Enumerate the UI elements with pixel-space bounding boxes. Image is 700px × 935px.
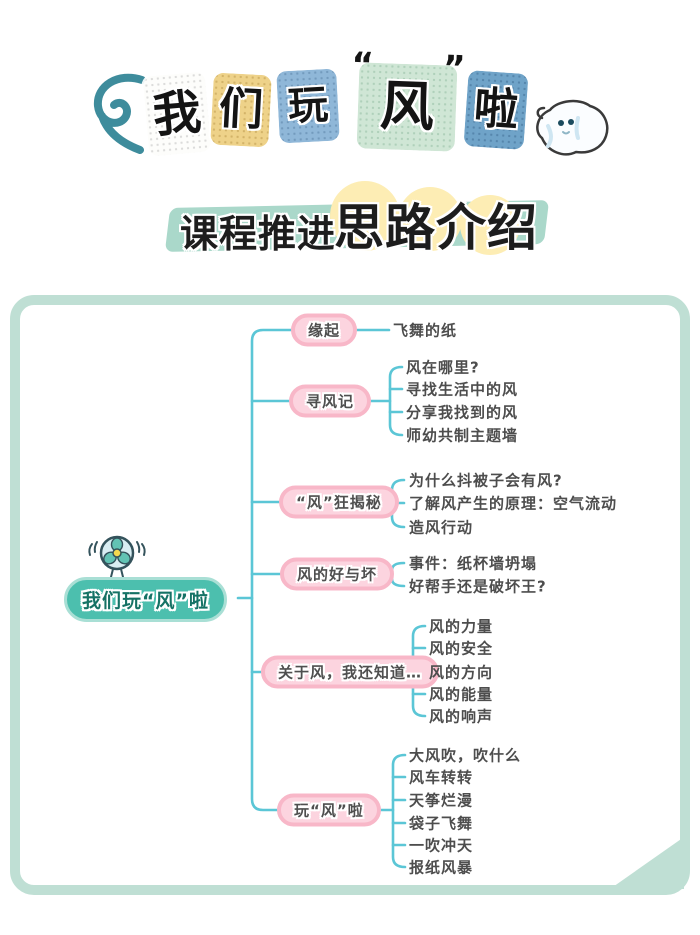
branch-node: 寻风记 <box>289 384 372 418</box>
branch-node: 风的好与坏 <box>280 557 395 591</box>
leaf-label: 风的能量 <box>429 685 494 704</box>
leaf-label: 风车转转 <box>409 768 474 787</box>
leaf-label: 袋子飞舞 <box>409 814 474 833</box>
subtitle-circle <box>330 181 400 251</box>
leaf-label: 好帮手还是破坏王? <box>409 577 547 596</box>
open-quote: “ <box>350 45 375 86</box>
leaf-label: 事件：纸杯墙坍塌 <box>409 554 538 573</box>
branch-node: 关于风，我还知道… <box>261 655 440 689</box>
root-node: 我们玩“风”啦 <box>64 577 227 622</box>
title-char: 啦 <box>472 82 520 137</box>
leaf-label: 师幼共制主题墙 <box>406 426 519 445</box>
subtitle-circle <box>398 187 462 251</box>
subtitle-prefix: 课程推进 <box>180 212 337 256</box>
close-quote: ” <box>442 48 467 90</box>
title-char: 们 <box>217 82 265 137</box>
branch-node: 玩“风”啦 <box>277 793 381 827</box>
leaf-label: 飞舞的纸 <box>393 321 458 340</box>
title-char: 我 <box>150 84 204 144</box>
leaf-label: 风在哪里? <box>406 358 480 377</box>
leaf-label: 报纸风暴 <box>409 858 474 877</box>
title-tile: 啦 <box>463 69 529 151</box>
leaf-label: 天筝烂漫 <box>409 791 474 810</box>
title-tile: 们 <box>210 72 272 148</box>
leaf-label: 造风行动 <box>409 518 474 537</box>
leaf-label: 大风吹，吹什么 <box>409 746 522 765</box>
leaf-label: 为什么抖被子会有风? <box>409 471 563 490</box>
fan-icon <box>88 535 146 579</box>
title-char: 风 <box>378 74 436 139</box>
leaf-label: 了解风产生的原理：空气流动 <box>409 494 618 513</box>
cloud-icon <box>536 99 609 156</box>
leaf-label: 风的力量 <box>429 617 494 636</box>
subtitle-circle <box>460 195 520 255</box>
leaf-label: 风的方向 <box>429 663 494 682</box>
title-tile: 玩 <box>276 68 340 144</box>
leaf-label: 分享我找到的风 <box>406 403 519 422</box>
title-char: 玩 <box>286 81 330 131</box>
branch-node: “风”狂揭秘 <box>279 485 399 519</box>
swirl-icon <box>93 73 146 154</box>
title-tile: “ 风 ” <box>351 45 466 152</box>
title-tile: 我 <box>142 71 212 157</box>
leaf-label: 风的响声 <box>429 707 494 726</box>
branch-node: 缘起 <box>291 313 358 347</box>
leaf-label: 风的安全 <box>429 639 494 658</box>
subtitle-emphasis: 思路介绍 <box>334 199 538 257</box>
leaf-label: 寻找生活中的风 <box>406 380 519 399</box>
leaf-label: 一吹冲天 <box>409 836 474 855</box>
